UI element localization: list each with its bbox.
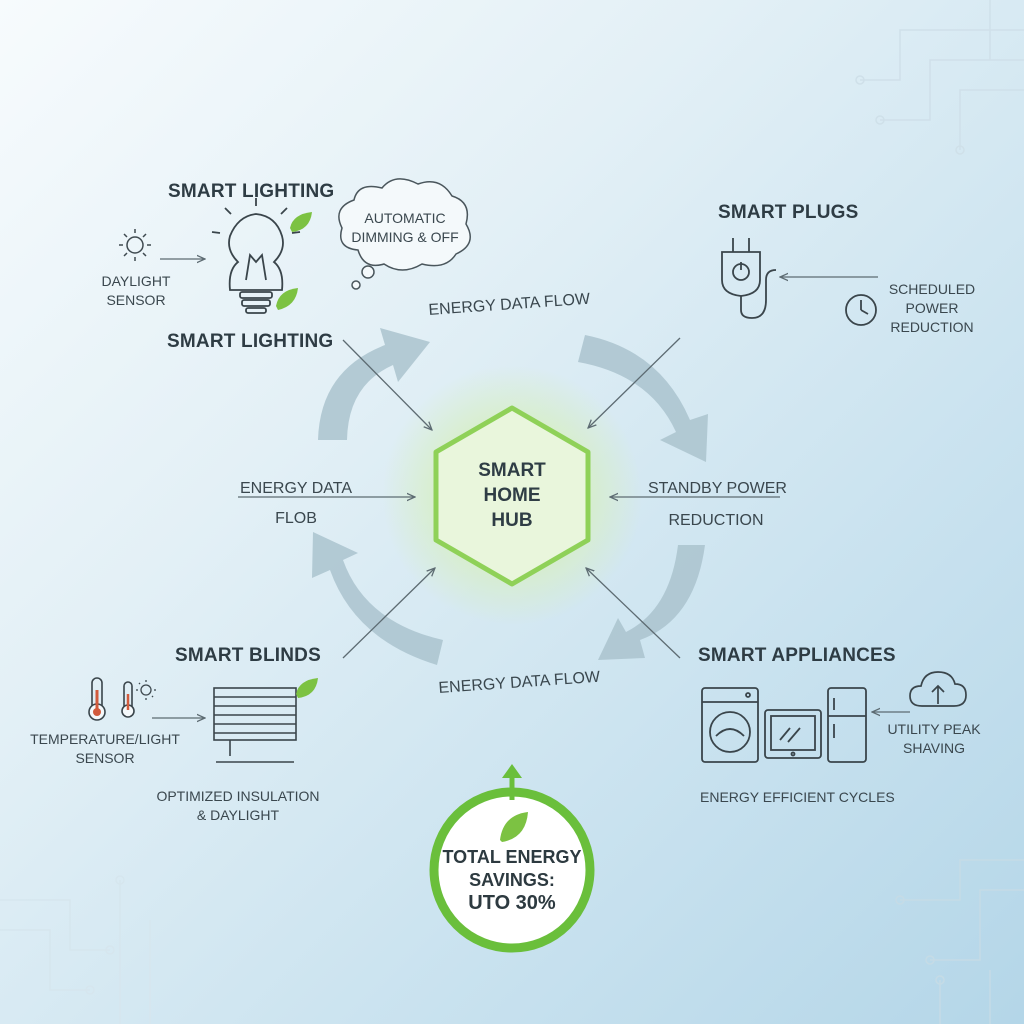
circuit-decoration-bottom-right [895,859,1024,1024]
optimized-insulation-label: OPTIMIZED INSULATION & DAYLIGHT [150,787,326,825]
daylight-sensor-line2: SENSOR [106,292,166,308]
hub-line3: HUB [491,510,533,531]
thought-cloud-line1: AUTOMATIC [364,210,446,226]
hub-hexagon[interactable] [433,405,591,587]
daylight-sensor-label: DAYLIGHT SENSOR [96,272,176,310]
sun-icon [119,229,151,261]
connector-plugs [588,337,681,428]
utility-peak-line2: SHAVING [903,740,965,756]
flow-left-line2: FLOB [275,510,317,527]
circuit-decoration-top-right [855,0,1024,155]
scheduled-line3: REDUCTION [890,319,974,335]
cloud-upload-icon [909,671,967,707]
leaf-icon-blinds [296,678,318,698]
blinds-title: SMART BLINDS [175,645,321,666]
savings-label: TOTAL ENERGY SAVINGS: UTO 30% [430,846,594,915]
daylight-sensor-line1: DAYLIGHT [101,273,171,289]
tablet-icon [764,709,822,759]
savings-line2: SAVINGS: [469,870,555,890]
standby-line1: STANDBY POWER [648,480,787,497]
temperature-sensor-line2: SENSOR [75,750,135,766]
ring-arrow-bottom-right [598,545,705,660]
blinds-icon [213,687,297,763]
energy-flow-ring [312,328,708,665]
connector-appliances [586,568,681,659]
sun-small-icon [136,680,156,700]
ring-arrow-top-left [318,328,430,440]
clock-icon [845,294,877,326]
plugs-title: SMART PLUGS [718,202,859,223]
circuit-decoration-bottom-left [0,875,151,1024]
hub-line1: SMART [478,460,546,481]
thermometer-small-icon [121,681,135,718]
utility-peak-label: UTILITY PEAK SHAVING [882,720,986,758]
appliances-title: SMART APPLIANCES [698,645,896,666]
savings-badge [429,764,595,953]
lighting-footer-label: SMART LIGHTING [167,331,334,352]
ring-arrow-bottom-left [312,532,443,665]
refrigerator-icon [827,687,867,763]
flow-label-left: ENERGY DATA FLOB [234,474,358,534]
thought-cloud-text: AUTOMATIC DIMMING & OFF [350,209,460,247]
scheduled-line1: SCHEDULED [888,281,976,297]
connector-lighting [342,339,432,430]
scheduled-line2: POWER [905,300,959,316]
scheduled-power-label: SCHEDULED POWER REDUCTION [880,280,984,337]
efficient-cycles-label: ENERGY EFFICIENT CYCLES [700,789,895,805]
plug-icon [721,238,777,319]
ring-arrow-top-right [578,335,708,462]
leaf-icon-bulb-top [290,212,312,232]
flow-left-line1: ENERGY DATA [239,480,353,497]
temperature-sensor-line1: TEMPERATURE/LIGHT [30,731,180,747]
washing-machine-icon [701,687,759,763]
leaf-icon-savings [500,812,528,842]
standby-line2: REDUCTION [668,512,764,529]
savings-line3: UTO 30% [468,892,556,914]
optimized-line1: OPTIMIZED INSULATION [156,788,320,804]
standby-power-label: STANDBY POWER REDUCTION [648,473,787,537]
optimized-line2: & DAYLIGHT [196,807,280,823]
connector-lines [152,259,910,718]
hub-line2: HOME [483,485,541,506]
utility-peak-line1: UTILITY PEAK [887,721,981,737]
thought-cloud [338,178,471,290]
hub-label: SMART HOME HUB [440,458,584,533]
lighting-title: SMART LIGHTING [168,181,335,202]
lightbulb-icon [211,198,301,314]
leaf-icon-bulb-bottom [276,288,298,310]
temperature-sensor-label: TEMPERATURE/LIGHT SENSOR [30,730,180,768]
savings-line1: TOTAL ENERGY [442,847,582,867]
thermometer-icon [88,677,106,721]
thought-cloud-line2: DIMMING & OFF [351,229,459,245]
connector-blinds [342,568,435,659]
